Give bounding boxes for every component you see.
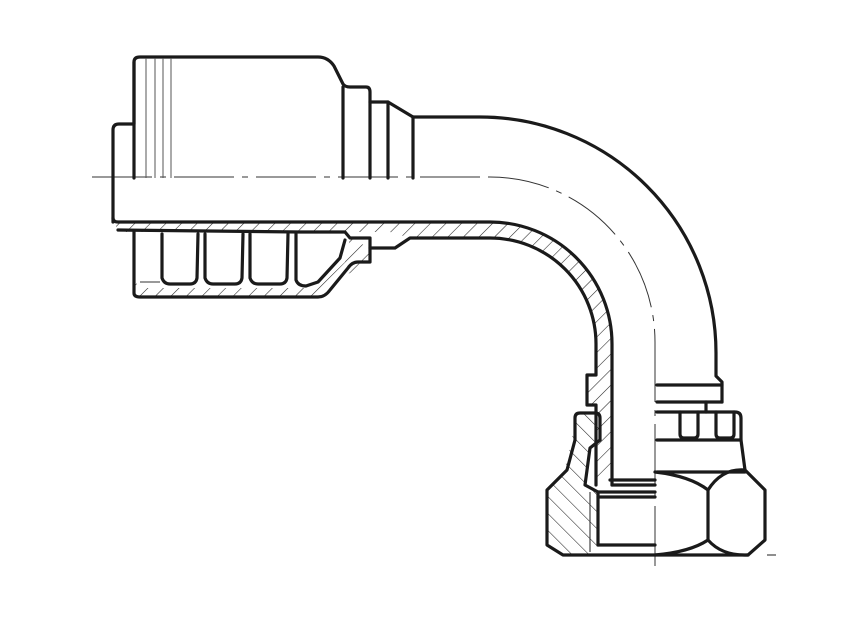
- nut-hex-arc-bottom: [706, 538, 750, 557]
- nut-inner-seat: [583, 438, 657, 494]
- nut-hex-arc-top: [706, 468, 747, 492]
- insert-outer-line: [116, 228, 598, 487]
- elbow-outer-outline: [411, 115, 724, 404]
- ferrule-tooth: [294, 232, 347, 288]
- ferrule-tooth: [248, 232, 290, 286]
- ferrule-outline: [111, 55, 415, 224]
- nut-flange-tooth: [714, 410, 736, 440]
- ferrule-tooth: [203, 232, 245, 286]
- swivel-nut: [545, 410, 776, 557]
- nut-section-hatch: [547, 413, 600, 555]
- nut-outline-right: [653, 410, 767, 557]
- centerline-group: [92, 176, 656, 568]
- nut-hex-face-left: [653, 470, 710, 557]
- ferrule-tooth: [160, 232, 200, 286]
- elbow: [411, 115, 724, 414]
- ferrule-lower-outline: [132, 230, 372, 299]
- insert-wall-hatch: [113, 222, 612, 480]
- ferrule-lower-hatch: [134, 238, 370, 297]
- nut-flange-tooth: [678, 410, 700, 440]
- section-lower: [111, 216, 614, 487]
- bend-centerline: [489, 176, 656, 343]
- insert-bore-line: [111, 216, 614, 487]
- ferrule-teeth: [160, 232, 347, 288]
- nut-outline-left: [545, 411, 657, 557]
- ferrule: [111, 55, 415, 224]
